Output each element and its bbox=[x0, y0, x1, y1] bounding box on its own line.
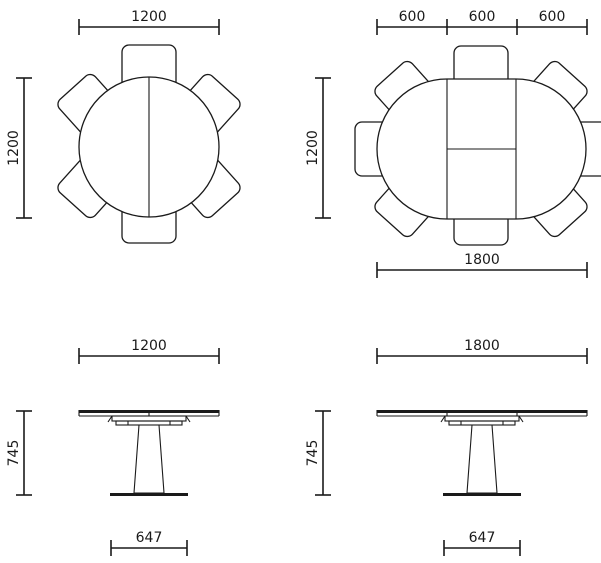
width-dimension: 1200 bbox=[78, 9, 220, 35]
height-dimension: 745 bbox=[6, 410, 32, 496]
segment-dimension: 600 600 600 bbox=[376, 9, 588, 35]
extension-mechanism bbox=[107, 415, 191, 426]
depth-label: 1200 bbox=[6, 130, 22, 166]
segment-label-2: 600 bbox=[469, 9, 496, 25]
tabletop-profile bbox=[79, 410, 219, 413]
width-dimension: 1800 bbox=[376, 338, 588, 364]
total-length-dimension: 1800 bbox=[376, 252, 588, 278]
total-length-label: 1800 bbox=[464, 252, 500, 268]
depth-dimension: 1200 bbox=[305, 77, 331, 219]
width-label: 1200 bbox=[131, 338, 167, 354]
height-dimension: 745 bbox=[305, 410, 331, 496]
elevation-round-table: 1200 745 647 bbox=[6, 338, 220, 556]
depth-label: 1200 bbox=[305, 130, 321, 166]
width-label: 1800 bbox=[464, 338, 500, 354]
segment-label-1: 600 bbox=[399, 9, 426, 25]
plan-extended-table: 600 600 600 1200 1800 bbox=[305, 9, 601, 278]
base-dimension: 647 bbox=[443, 530, 521, 556]
tabletop-profile bbox=[377, 410, 587, 413]
base-plate bbox=[110, 493, 188, 496]
base-label: 647 bbox=[469, 530, 496, 546]
extension-mechanism bbox=[440, 415, 524, 426]
height-label: 745 bbox=[305, 440, 321, 467]
base-plate bbox=[443, 493, 521, 496]
elevation-extended-table: 1800 745 647 bbox=[305, 338, 588, 556]
depth-dimension: 1200 bbox=[6, 77, 32, 219]
base-dimension: 647 bbox=[110, 530, 188, 556]
plan-round-table: 1200 1200 bbox=[6, 9, 241, 244]
width-label: 1200 bbox=[131, 9, 167, 25]
height-label: 745 bbox=[6, 440, 22, 467]
pedestal bbox=[133, 424, 165, 494]
width-dimension: 1200 bbox=[78, 338, 220, 364]
pedestal bbox=[466, 424, 498, 494]
segment-label-3: 600 bbox=[539, 9, 566, 25]
base-label: 647 bbox=[136, 530, 163, 546]
